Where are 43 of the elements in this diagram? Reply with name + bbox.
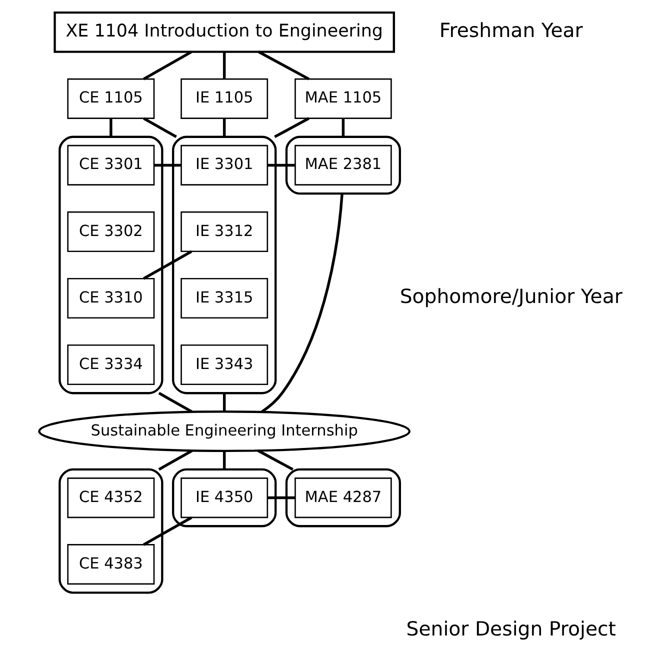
node-box: CE 3302 [67,211,155,252]
connector [222,118,226,137]
node-ellipse: Sustainable Engineering Internship [38,410,411,452]
node-box: CE 3310 [67,278,155,319]
node-box: IE 3301 [180,144,268,186]
node-box: IE 1105 [180,78,268,119]
node-box: IE 4350 [180,478,268,518]
label: Sophomore/Junior Year [400,285,622,308]
node-box: CE 3334 [67,344,155,386]
cluster [172,468,277,528]
connector [342,118,345,137]
connector [222,450,226,470]
cluster [58,136,164,394]
connector [268,496,296,500]
node-box: IE 3343 [180,344,268,386]
cluster [285,468,401,528]
node-box: CE 1105 [67,78,155,119]
cluster [172,136,277,394]
label: Freshman Year [439,18,583,42]
node-box: IE 3312 [180,211,268,252]
cluster [285,136,401,195]
connector [154,164,182,167]
node-box: CE 4352 [67,478,155,518]
label: Senior Design Project [406,618,616,641]
connector [143,250,192,280]
connector [143,50,192,80]
connector [143,516,192,546]
connector [260,193,344,414]
connector [268,164,296,167]
cluster [58,468,164,594]
node-box: MAE 4287 [294,478,392,518]
node-box: IE 3315 [180,278,268,319]
connector [222,393,226,412]
node-box: CE 3301 [67,144,155,186]
node-box: MAE 1105 [294,78,392,119]
connector [274,117,310,138]
connector [258,50,310,80]
node-box: XE 1104 Introduction to Engineering [54,11,395,53]
node-box: MAE 2381 [294,144,392,186]
node-box: CE 4383 [67,544,155,585]
connector [110,118,112,137]
connector [222,52,226,79]
connector [143,117,177,138]
